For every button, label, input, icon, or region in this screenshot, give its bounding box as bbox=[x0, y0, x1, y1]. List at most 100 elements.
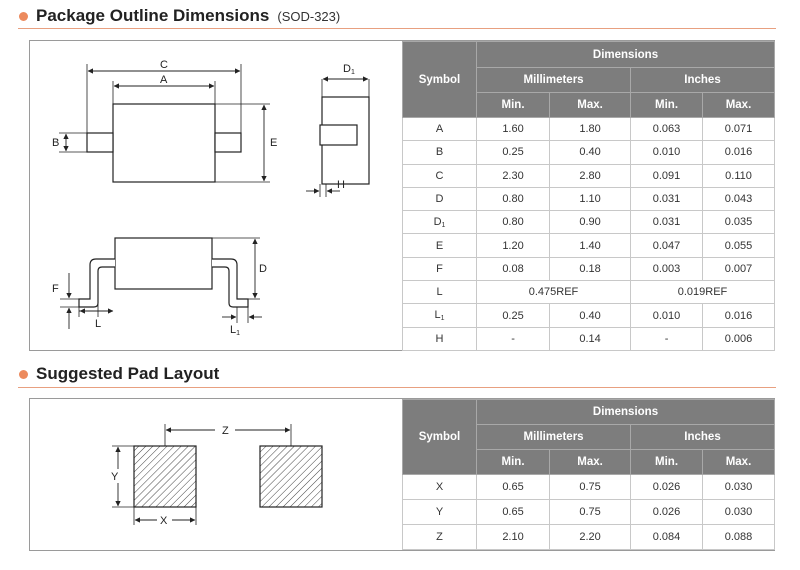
table-cell: 0.063 bbox=[630, 116, 703, 142]
dimensions-header: Dimensions bbox=[476, 399, 775, 425]
table-cell: 0.026 bbox=[630, 499, 703, 525]
table-cell: 0.035 bbox=[702, 210, 775, 235]
bullet-dot-icon bbox=[19, 369, 28, 379]
table-cell: 0.019REF bbox=[630, 280, 775, 305]
table-cell: 0.75 bbox=[549, 474, 632, 500]
pad-section-header: Suggested Pad Layout bbox=[18, 362, 778, 386]
symbol-cell: D bbox=[402, 186, 477, 212]
table-cell: 0.010 bbox=[630, 140, 703, 165]
mm-min-header: Min. bbox=[475, 449, 551, 475]
outline-title: Package Outline Dimensions bbox=[36, 6, 270, 25]
symbol-cell: D1 bbox=[402, 210, 477, 235]
symbol-cell: F bbox=[402, 256, 477, 282]
outline-section-header: Package Outline Dimensions (SOD-323) bbox=[18, 4, 778, 28]
in-max-header: Max. bbox=[702, 449, 775, 475]
outline-subtitle: (SOD-323) bbox=[277, 8, 341, 24]
table-cell: - bbox=[475, 326, 551, 351]
symbol-cell: X bbox=[402, 474, 477, 500]
table-cell: 0.006 bbox=[702, 326, 775, 351]
table-cell: 1.40 bbox=[549, 233, 632, 258]
table-cell: 0.65 bbox=[475, 499, 551, 525]
dim-label-a: A bbox=[160, 74, 168, 86]
in-max-header: Max. bbox=[702, 92, 775, 118]
table-cell: 0.010 bbox=[630, 303, 703, 328]
symbol-cell: B bbox=[402, 140, 477, 165]
table-cell: 0.40 bbox=[549, 303, 632, 328]
symbol-cell: Z bbox=[402, 524, 477, 550]
table-cell: 1.80 bbox=[549, 116, 632, 142]
outline-panel: C A B E D1 H D F L L1 Symbol Dimensions … bbox=[29, 40, 775, 351]
mm-min-header: Min. bbox=[475, 92, 551, 118]
dimensions-header: Dimensions bbox=[476, 41, 775, 68]
millimeters-header: Millimeters bbox=[475, 424, 632, 450]
symbol-header: Symbol bbox=[402, 399, 477, 475]
table-cell: 0.043 bbox=[702, 186, 775, 212]
bullet-dot-icon bbox=[19, 11, 28, 21]
pad-left bbox=[133, 445, 197, 508]
symbol-cell: L bbox=[402, 280, 477, 305]
table-cell: 1.10 bbox=[549, 186, 632, 212]
table-cell: 0.016 bbox=[702, 303, 775, 328]
table-cell: 0.14 bbox=[549, 326, 632, 351]
table-cell: 0.80 bbox=[475, 186, 551, 212]
table-cell: 0.084 bbox=[630, 524, 703, 550]
dim-label-b: B bbox=[52, 137, 59, 149]
dim-label-l1: L1 bbox=[230, 324, 240, 337]
symbol-cell: Y bbox=[402, 499, 477, 525]
table-cell: 1.60 bbox=[475, 116, 551, 142]
table-cell: 2.20 bbox=[549, 524, 632, 550]
table-cell: 0.80 bbox=[475, 210, 551, 235]
millimeters-header: Millimeters bbox=[475, 67, 632, 93]
dim-label-z: Z bbox=[222, 425, 229, 437]
pad-right bbox=[259, 445, 323, 508]
table-cell: 0.088 bbox=[702, 524, 775, 550]
dim-label-c: C bbox=[160, 59, 168, 71]
inches-header: Inches bbox=[630, 67, 775, 93]
table-cell: 0.75 bbox=[549, 499, 632, 525]
dim-label-f: F bbox=[52, 283, 59, 295]
table-row: H-0.14-0.006 bbox=[402, 326, 775, 351]
symbol-cell: C bbox=[402, 163, 477, 188]
mm-max-header: Max. bbox=[549, 449, 632, 475]
mm-max-header: Max. bbox=[549, 92, 632, 118]
outline-dimensions-table: Symbol Dimensions Millimeters Inches Min… bbox=[402, 41, 775, 351]
table-cell: 0.65 bbox=[475, 474, 551, 500]
dim-label-l: L bbox=[95, 318, 101, 330]
pad-dimensions-table: Symbol Dimensions Millimeters Inches Min… bbox=[402, 399, 775, 550]
symbol-cell: A bbox=[402, 116, 477, 142]
pad-panel: Z Y X Symbol Dimensions Millimeters Inch… bbox=[29, 398, 775, 551]
symbol-cell: L1 bbox=[402, 303, 477, 328]
table-cell: 0.08 bbox=[475, 256, 551, 282]
symbol-header: Symbol bbox=[402, 41, 477, 118]
table-cell: 0.40 bbox=[549, 140, 632, 165]
table-cell: 0.90 bbox=[549, 210, 632, 235]
table-cell: 0.475REF bbox=[475, 280, 632, 305]
section-divider bbox=[18, 387, 776, 388]
table-cell: 0.071 bbox=[702, 116, 775, 142]
table-cell: 0.110 bbox=[702, 163, 775, 188]
table-cell: 0.007 bbox=[702, 256, 775, 282]
pad-title: Suggested Pad Layout bbox=[36, 364, 220, 383]
table-cell: 0.091 bbox=[630, 163, 703, 188]
table-cell: 0.047 bbox=[630, 233, 703, 258]
dim-label-x: X bbox=[160, 515, 168, 527]
dim-label-e: E bbox=[270, 137, 277, 149]
table-cell: - bbox=[630, 326, 703, 351]
table-cell: 0.031 bbox=[630, 186, 703, 212]
dim-label-y: Y bbox=[111, 471, 119, 483]
table-cell: 2.30 bbox=[475, 163, 551, 188]
table-cell: 0.031 bbox=[630, 210, 703, 235]
section-divider bbox=[18, 28, 776, 29]
table-cell: 0.016 bbox=[702, 140, 775, 165]
